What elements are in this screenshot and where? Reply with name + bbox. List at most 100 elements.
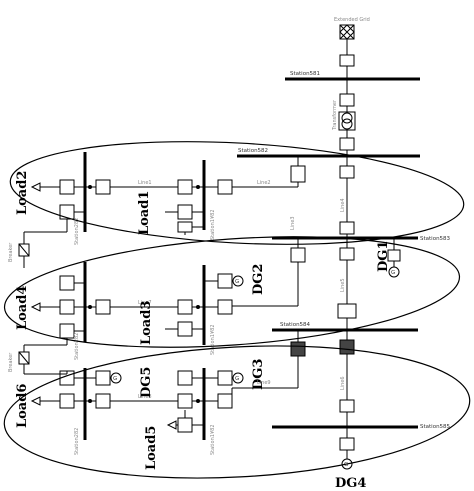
grid-source: Extended Grid xyxy=(334,17,370,78)
station583-label: Station583 xyxy=(420,236,451,242)
breaker-box-closed xyxy=(339,339,355,355)
breaker-a-label: Breaker xyxy=(8,242,14,262)
dg3-label: DG3 xyxy=(251,359,266,390)
breaker-box xyxy=(95,299,111,315)
load6-arrow-icon xyxy=(30,396,41,406)
load5-arrow-icon xyxy=(166,420,177,430)
line6-label: Line6 xyxy=(340,376,346,390)
line9-label: Line9 xyxy=(257,380,271,386)
breaker-box xyxy=(177,299,193,315)
station2-82-a-label: Station282 xyxy=(74,218,80,245)
breaker-box xyxy=(177,204,193,220)
node xyxy=(88,185,92,189)
dg1-generator-icon xyxy=(388,266,400,278)
breaker-a-diagonal xyxy=(18,243,30,257)
station2-82-b-label: Station282 xyxy=(74,333,80,360)
breaker-box xyxy=(177,221,193,233)
breaker-box xyxy=(217,370,233,386)
breaker-box xyxy=(217,273,233,289)
zone-ellipse-1 xyxy=(9,141,465,245)
breaker-box xyxy=(177,179,193,195)
zone-ellipse-3 xyxy=(3,345,471,479)
breaker-box xyxy=(177,370,193,386)
breaker-b-diagonal xyxy=(18,351,30,365)
transformer-winding xyxy=(341,112,353,124)
breaker-box-closed xyxy=(290,341,306,357)
station582-label: Station582 xyxy=(238,148,268,154)
breaker-box xyxy=(177,393,193,409)
breaker-box xyxy=(290,247,306,263)
dg5-generator-icon xyxy=(110,372,122,384)
node xyxy=(196,185,200,189)
breaker-box xyxy=(339,399,355,413)
dg2-label: DG2 xyxy=(251,264,266,295)
breaker-box xyxy=(339,221,355,235)
dg2-generator-icon xyxy=(232,275,244,287)
dg2-generator-symbol: G xyxy=(235,279,239,285)
dg3-generator-symbol: G xyxy=(235,376,239,382)
line1-label: Line1 xyxy=(138,180,152,186)
station584-label: Station584 xyxy=(280,322,311,328)
station1-82-c-label: Station1¥82 xyxy=(210,424,216,455)
breaker-box xyxy=(177,321,193,337)
breaker-box xyxy=(339,93,355,107)
load5-label: Load5 xyxy=(144,426,159,470)
breaker-box xyxy=(59,323,75,339)
station1-82-a-label: Station1¥82 xyxy=(210,209,216,240)
breaker-b-label: Breaker xyxy=(8,352,14,372)
load4-label: Load4 xyxy=(15,286,30,330)
feeder-section-1: Line1 Load1 Load2 Station282 Station1¥82 xyxy=(15,152,233,245)
node xyxy=(88,399,92,403)
station585-label: Station585 xyxy=(420,424,451,430)
breaker-box xyxy=(217,393,233,409)
line5-label: Line5 xyxy=(340,278,346,292)
breaker-box xyxy=(339,165,355,179)
dg1-label: DG1 xyxy=(376,241,391,272)
load3-label: Load3 xyxy=(139,301,154,345)
breaker-box xyxy=(339,437,355,451)
dg4-label: DG4 xyxy=(335,476,366,491)
line7-label: Line7 xyxy=(138,300,152,306)
node xyxy=(196,305,200,309)
line8-label: Line8 xyxy=(138,394,152,400)
dg5-label: DG5 xyxy=(139,367,154,398)
grid-source-label: Extended Grid xyxy=(334,17,370,23)
transformer-box xyxy=(338,111,356,131)
station2-82-c-label: Station282 xyxy=(74,428,80,455)
breaker-box xyxy=(59,179,75,195)
zone-ellipse-2 xyxy=(3,236,461,348)
breaker-box xyxy=(217,179,233,195)
breaker-box xyxy=(59,299,75,315)
line3-label: Line3 xyxy=(290,216,296,230)
load1-label: Load1 xyxy=(137,191,152,235)
load4-arrow-icon xyxy=(30,302,41,312)
dg1-generator-symbol: G xyxy=(391,270,395,276)
breaker-box xyxy=(339,54,355,67)
breaker-box xyxy=(339,137,355,151)
load2-arrow-icon xyxy=(30,182,41,192)
breaker-box xyxy=(95,370,111,386)
breaker-box xyxy=(59,275,75,291)
line2-label: Line2 xyxy=(257,180,271,186)
breaker-box xyxy=(59,204,75,220)
breaker-box xyxy=(337,303,357,319)
transformer-winding xyxy=(341,118,353,130)
load6-label: Load6 xyxy=(15,384,30,428)
line4-label: Line4 xyxy=(340,198,346,212)
breaker-box xyxy=(95,393,111,409)
breaker-box xyxy=(339,247,355,261)
transformer-label: Transformer xyxy=(332,99,338,131)
breaker-box xyxy=(59,393,75,409)
load2-label: Load2 xyxy=(15,171,30,215)
breaker-box xyxy=(95,179,111,195)
feeder-section-2: G DG2 Line7 Load3 Load4 Station282 Stati… xyxy=(15,262,266,360)
node xyxy=(88,305,92,309)
station581-label: Station581 xyxy=(290,71,320,77)
dg5-generator-symbol: G xyxy=(113,376,117,382)
dg3-generator-icon xyxy=(232,372,244,384)
node xyxy=(196,399,200,403)
feeder-section-3: G DG3 Line8 Load5 G DG5 Load6 St xyxy=(15,359,266,470)
breaker-box xyxy=(290,165,306,183)
breaker-box xyxy=(177,417,193,433)
